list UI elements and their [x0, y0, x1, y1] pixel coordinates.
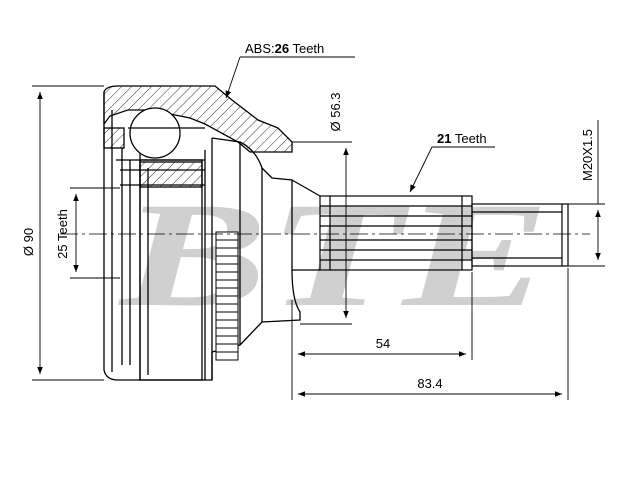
abs-teeth-label: ABS:26 Teeth	[245, 41, 324, 56]
bell-outline	[139, 137, 301, 381]
shaft-teeth-label: 21 Teeth	[437, 131, 487, 146]
shaft-teeth-leader	[409, 146, 495, 193]
housing-outline	[103, 92, 140, 381]
dimension-lines	[32, 56, 605, 400]
spline-length-label: 54	[376, 336, 390, 351]
ball-bearing	[129, 107, 181, 159]
bell-diameter-label: Ø 56.3	[328, 92, 343, 131]
outer-diameter-label: Ø 90	[21, 228, 36, 256]
threaded-end	[471, 203, 569, 267]
inner-teeth-label: 25 Teeth	[55, 209, 70, 259]
watermark-logo: BTE	[117, 172, 550, 338]
total-length-label: 83.4	[417, 376, 442, 391]
thread-label: M20X1.5	[580, 129, 595, 181]
outer-housing	[103, 85, 301, 381]
abs-ring	[215, 231, 239, 361]
abs-leader	[226, 56, 355, 98]
